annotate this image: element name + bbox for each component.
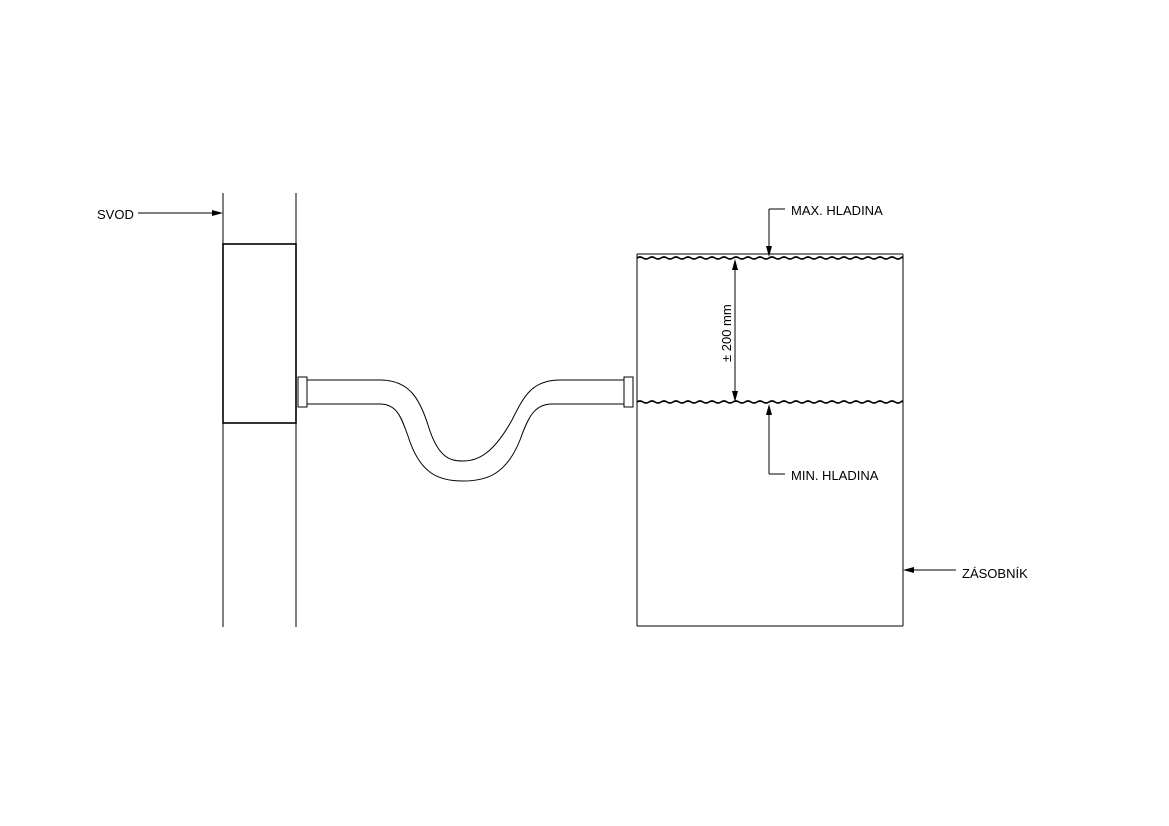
min-level-label: MIN. HLADINA: [791, 468, 879, 483]
downpipe-callout: SVOD: [97, 207, 223, 222]
filter-box: [222, 243, 297, 424]
dimension-arrow-bottom: [732, 391, 738, 402]
tank-arrowhead: [903, 567, 914, 573]
max-level-callout: MAX. HLADINA: [766, 203, 883, 257]
tank-label: ZÁSOBNÍK: [962, 566, 1028, 581]
downpipe: [222, 193, 297, 627]
storage-tank: [636, 253, 904, 627]
min-level-arrowhead: [766, 404, 772, 415]
min-level-callout: MIN. HLADINA: [766, 404, 879, 483]
downpipe-arrowhead: [212, 210, 223, 216]
pipe-inner-wall: [307, 403, 624, 482]
dimension-arrow-top: [732, 259, 738, 270]
downpipe-label: SVOD: [97, 207, 134, 222]
level-range-dimension: ± 200 mm: [719, 259, 738, 402]
max-water-level-line: [636, 256, 904, 260]
pipe-outer-wall: [307, 379, 624, 462]
min-water-level-line: [636, 400, 904, 404]
pipe-coupling-left: [297, 376, 308, 408]
tank-callout: ZÁSOBNÍK: [903, 566, 1028, 581]
max-level-label: MAX. HLADINA: [791, 203, 883, 218]
level-range-label: ± 200 mm: [719, 304, 734, 362]
siphon-pipe: [297, 376, 634, 482]
pipe-coupling-right: [623, 376, 634, 408]
max-level-arrowhead: [766, 246, 772, 257]
